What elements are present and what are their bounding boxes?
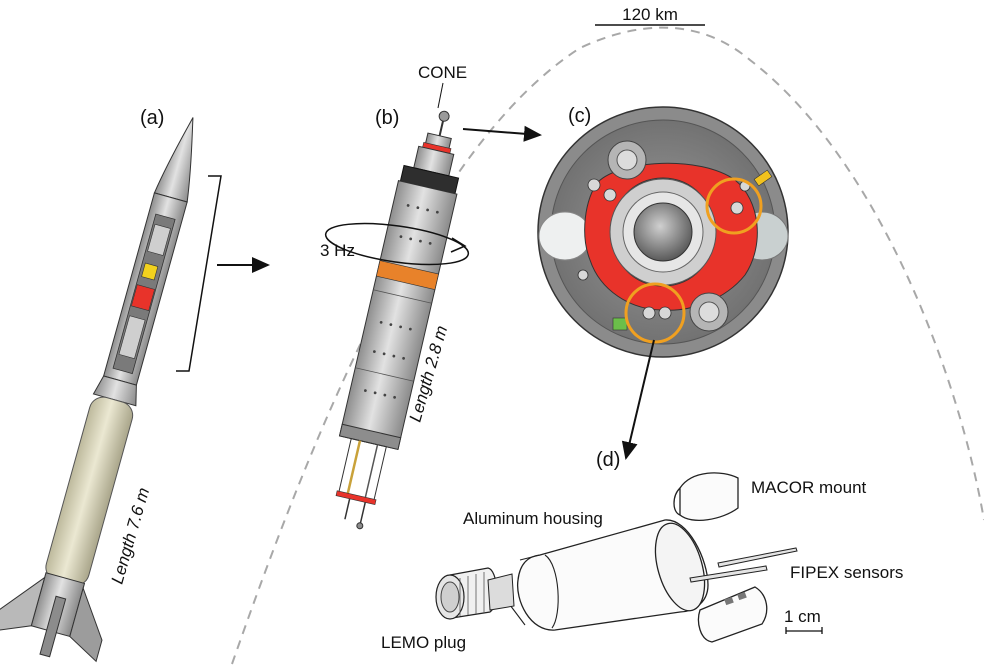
highlight-circle-upper — [705, 177, 763, 235]
aluminum-housing-label: Aluminum housing — [463, 509, 603, 528]
fipex-sensor-lower — [689, 565, 768, 583]
macor-mount-label: MACOR mount — [751, 478, 867, 497]
payload-bracket — [176, 175, 222, 372]
cone-dome — [633, 202, 693, 262]
red-ring-bottom — [335, 490, 377, 506]
fipex-sensors-label: FIPEX sensors — [790, 563, 903, 582]
fin-left — [0, 576, 46, 632]
arrow-b-to-c — [462, 125, 542, 142]
cone-tip — [438, 110, 450, 122]
lemo-plug-label: LEMO plug — [381, 633, 466, 652]
macor-mount-lower — [697, 586, 768, 643]
panel-b-label: (b) — [375, 107, 399, 129]
cone-label: CONE — [418, 63, 467, 82]
fin-right — [69, 586, 103, 663]
yellow-module — [141, 262, 159, 281]
payload-body — [338, 180, 458, 451]
sensor-exploded-view — [435, 472, 798, 643]
payload-top-view — [537, 106, 789, 358]
orange-band — [376, 260, 439, 290]
spin-rate-label: 3 Hz — [320, 241, 355, 260]
scale-bar — [785, 627, 823, 634]
fipex-sensor-upper — [717, 547, 798, 568]
panel-c-label: (c) — [568, 105, 591, 127]
side-lens-left — [538, 211, 592, 261]
trajectory-curve — [231, 26, 984, 665]
rocket-length-label: Length 7.6 m — [108, 485, 154, 586]
red-module — [131, 284, 155, 312]
spin-indicator — [324, 222, 470, 266]
rocket-full — [0, 117, 194, 663]
highlight-circle-lower — [624, 282, 686, 344]
spin-arrow — [450, 237, 467, 253]
scale-bar-label: 1 cm — [784, 607, 821, 626]
fin-front — [39, 595, 67, 658]
arrow-c-to-d — [621, 339, 655, 460]
cone-leader — [437, 82, 444, 109]
macor-mount-upper — [679, 472, 739, 521]
altitude-label: 120 km — [622, 5, 678, 24]
payload-detail — [335, 110, 460, 530]
panel-d-label: (d) — [596, 449, 620, 471]
panel-a-label: (a) — [140, 107, 164, 129]
